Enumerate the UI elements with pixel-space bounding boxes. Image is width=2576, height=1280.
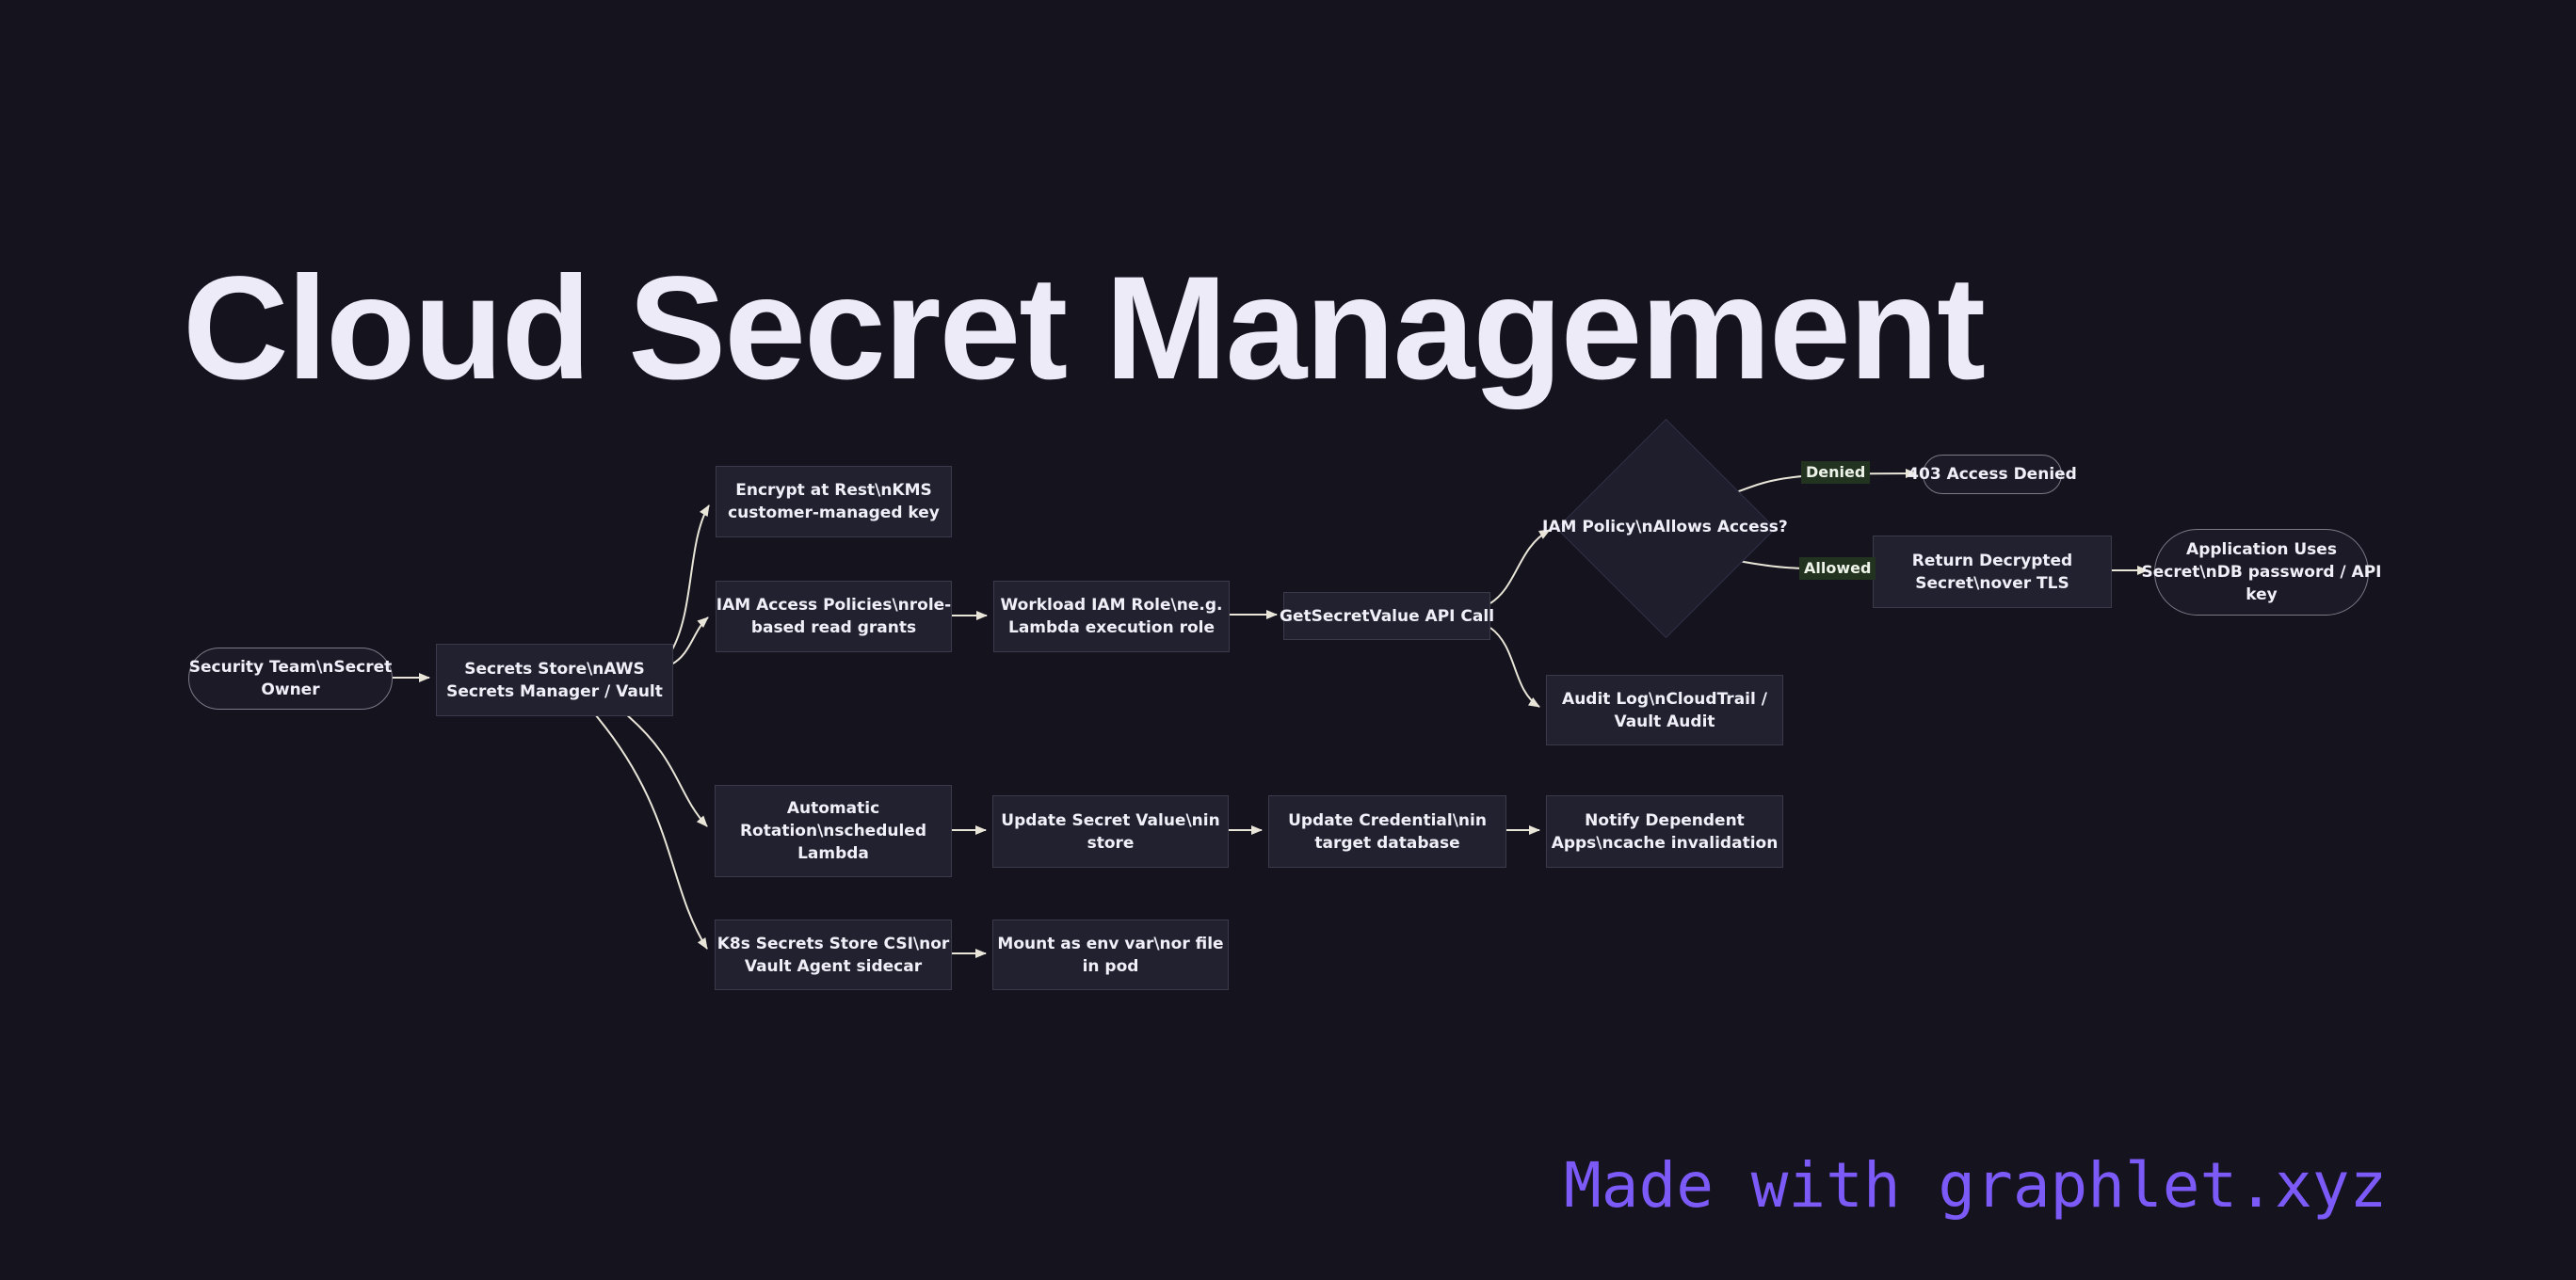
- node-label-line: Vault Audit: [1614, 712, 1715, 731]
- node-label-line: Update Secret Value\nin: [1001, 810, 1220, 830]
- edge-getsecret-to-audit: [1489, 627, 1540, 708]
- edge-store-to-k8s: [594, 713, 708, 950]
- node-encrypt-at-rest: Encrypt at Rest\nKMS customer-managed ke…: [716, 466, 952, 537]
- node-label-line: 403 Access Denied: [1908, 465, 2077, 484]
- node-label-line: customer-managed key: [728, 504, 940, 522]
- node-label-line: Mount as env var\nor file: [997, 934, 1224, 953]
- page-title: Cloud Secret Management: [183, 246, 1986, 410]
- node-label-line: in pod: [1082, 956, 1139, 976]
- node-label-line: K8s Secrets Store CSI\nor: [716, 934, 950, 953]
- node-label-line: Update Credential\nin: [1288, 810, 1487, 830]
- node-label-line: Audit Log\nCloudTrail /: [1562, 689, 1767, 709]
- node-label-line: Lambda execution role: [1007, 618, 1216, 637]
- node-label-line: Secret\nDB password / API: [2141, 563, 2382, 582]
- node-workload-iam-role: Workload IAM Role\ne.g. Lambda execution…: [993, 581, 1230, 652]
- node-mount-env-var: Mount as env var\nor file in pod: [992, 920, 1229, 990]
- node-notify-dependent-apps: Notify Dependent Apps\ncache invalidatio…: [1546, 795, 1783, 868]
- node-label-line: Apps\ncache invalidation: [1551, 833, 1779, 853]
- node-label-line: Secrets Store\nAWS: [464, 659, 645, 679]
- node-getsecretvalue-call: GetSecretValue API Call: [1280, 592, 1494, 640]
- node-label-line: Encrypt at Rest\nKMS: [735, 481, 932, 500]
- edge-store-to-iam-access: [670, 616, 709, 665]
- node-label-line: Return Decrypted: [1911, 551, 2073, 570]
- node-iam-access-policies: IAM Access Policies\nrole- based read gr…: [716, 581, 952, 652]
- edge-store-to-encrypt: [670, 504, 710, 652]
- node-label-line: IAM Access Policies\nrole-: [716, 596, 952, 615]
- node-return-decrypted-secret: Return Decrypted Secret\nover TLS: [1873, 536, 2112, 608]
- node-label-line: based read grants: [750, 618, 917, 637]
- node-label-line: GetSecretValue API Call: [1279, 606, 1495, 626]
- edge-getsecret-to-decision: [1489, 529, 1551, 604]
- node-automatic-rotation: Automatic Rotation\nscheduled Lambda: [715, 785, 952, 877]
- node-label-line: Rotation\nscheduled: [739, 822, 927, 840]
- node-label-line: store: [1087, 833, 1135, 853]
- edge-store-to-rotation: [625, 713, 708, 827]
- node-label-line: Owner: [261, 680, 320, 699]
- watermark-made-with-graphlet: Made with graphlet.xyz: [1564, 1149, 2388, 1222]
- node-label-line: Vault Agent sidecar: [744, 956, 923, 976]
- node-label-line: Security Team\nSecret: [188, 658, 393, 677]
- node-update-credential: Update Credential\nin target database: [1268, 795, 1506, 868]
- node-application-uses-secret: Application Uses Secret\nDB password / A…: [2142, 529, 2382, 616]
- node-label-line: Application Uses: [2186, 540, 2337, 559]
- node-audit-log: Audit Log\nCloudTrail / Vault Audit: [1546, 675, 1783, 745]
- edge-decision-denied: [1728, 469, 1917, 496]
- node-label-line: Secrets Manager / Vault: [446, 681, 663, 701]
- edge-label-allowed: Allowed: [1799, 557, 1876, 580]
- node-label-line: Notify Dependent: [1585, 810, 1745, 830]
- node-label-line: Secret\nover TLS: [1915, 573, 2069, 593]
- edge-label-denied: Denied: [1801, 461, 1871, 484]
- node-label-line: Lambda: [797, 844, 869, 863]
- node-update-secret-value: Update Secret Value\nin store: [992, 795, 1229, 868]
- node-label-line: IAM Policy\nAllows Access?: [1542, 518, 1788, 536]
- node-k8s-secrets-store-csi: K8s Secrets Store CSI\nor Vault Agent si…: [715, 920, 952, 990]
- node-secrets-store: Secrets Store\nAWS Secrets Manager / Vau…: [436, 644, 673, 716]
- node-security-team: Security Team\nSecret Owner: [188, 648, 393, 710]
- node-label-line: key: [2246, 585, 2278, 604]
- node-label-line: Workload IAM Role\ne.g.: [1000, 596, 1223, 615]
- node-403-access-denied: 403 Access Denied: [1908, 455, 2077, 494]
- node-label-line: target database: [1314, 833, 1460, 853]
- node-iam-policy-decision: IAM Policy\nAllows Access?: [1542, 516, 1788, 538]
- node-label-line: Automatic: [786, 799, 880, 818]
